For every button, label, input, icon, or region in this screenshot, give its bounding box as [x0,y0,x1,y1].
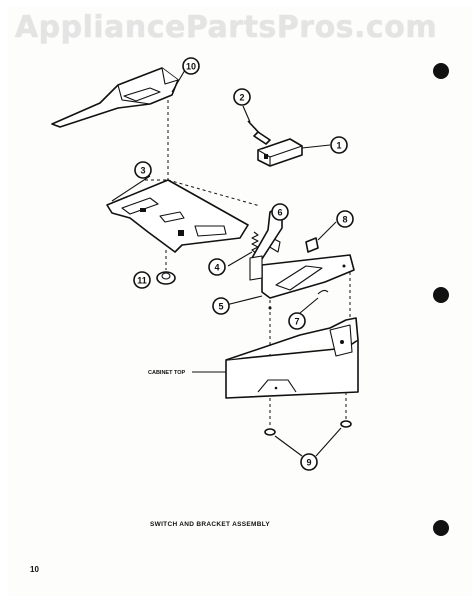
page-number: 10 [30,565,39,574]
callout-3: 3 [134,161,152,179]
svg-text:6: 6 [277,208,282,218]
alignment-line [167,179,261,207]
svg-text:1: 1 [336,141,341,151]
part-9-screws [264,420,352,457]
part-4-spring [227,231,259,267]
callout-1: 1 [330,136,348,154]
part-8-clip [305,221,337,253]
cabinet-top-label: CABINET TOP [148,370,186,376]
callout-5: 5 [212,297,230,315]
part-5-mounting-bracket [225,204,355,314]
svg-text:9: 9 [306,458,311,468]
part-3-bracket [106,175,249,253]
callout-9: 9 [300,453,318,471]
binding-hole-bottom [433,520,449,536]
part-10-actuator-lever [51,67,186,128]
callout-6: 6 [271,203,289,221]
svg-text:3: 3 [140,166,145,176]
part-2-screw [242,105,271,145]
svg-text:11: 11 [137,276,147,286]
callout-7: 7 [288,312,306,330]
svg-text:7: 7 [294,317,299,327]
diagram-caption: SWITCH AND BRACKET ASSEMBLY [150,521,271,528]
part-7-spring-clip [317,289,329,295]
cabinet-top [192,317,359,399]
callout-11: 11 [133,271,151,289]
svg-text:4: 4 [214,263,219,273]
watermark: AppliancePartsPros.com [14,10,438,45]
part-11-nut [156,250,176,285]
svg-text:10: 10 [186,62,196,72]
callout-8: 8 [336,210,354,228]
binding-hole-top [433,63,449,79]
svg-text:5: 5 [218,302,223,312]
callout-2: 2 [233,88,251,106]
binding-hole-middle [433,287,449,303]
callout-4: 4 [208,258,226,276]
svg-text:8: 8 [342,215,347,225]
callout-10: 10 [182,57,200,75]
part-1-switch [257,138,331,167]
svg-text:2: 2 [239,93,244,103]
